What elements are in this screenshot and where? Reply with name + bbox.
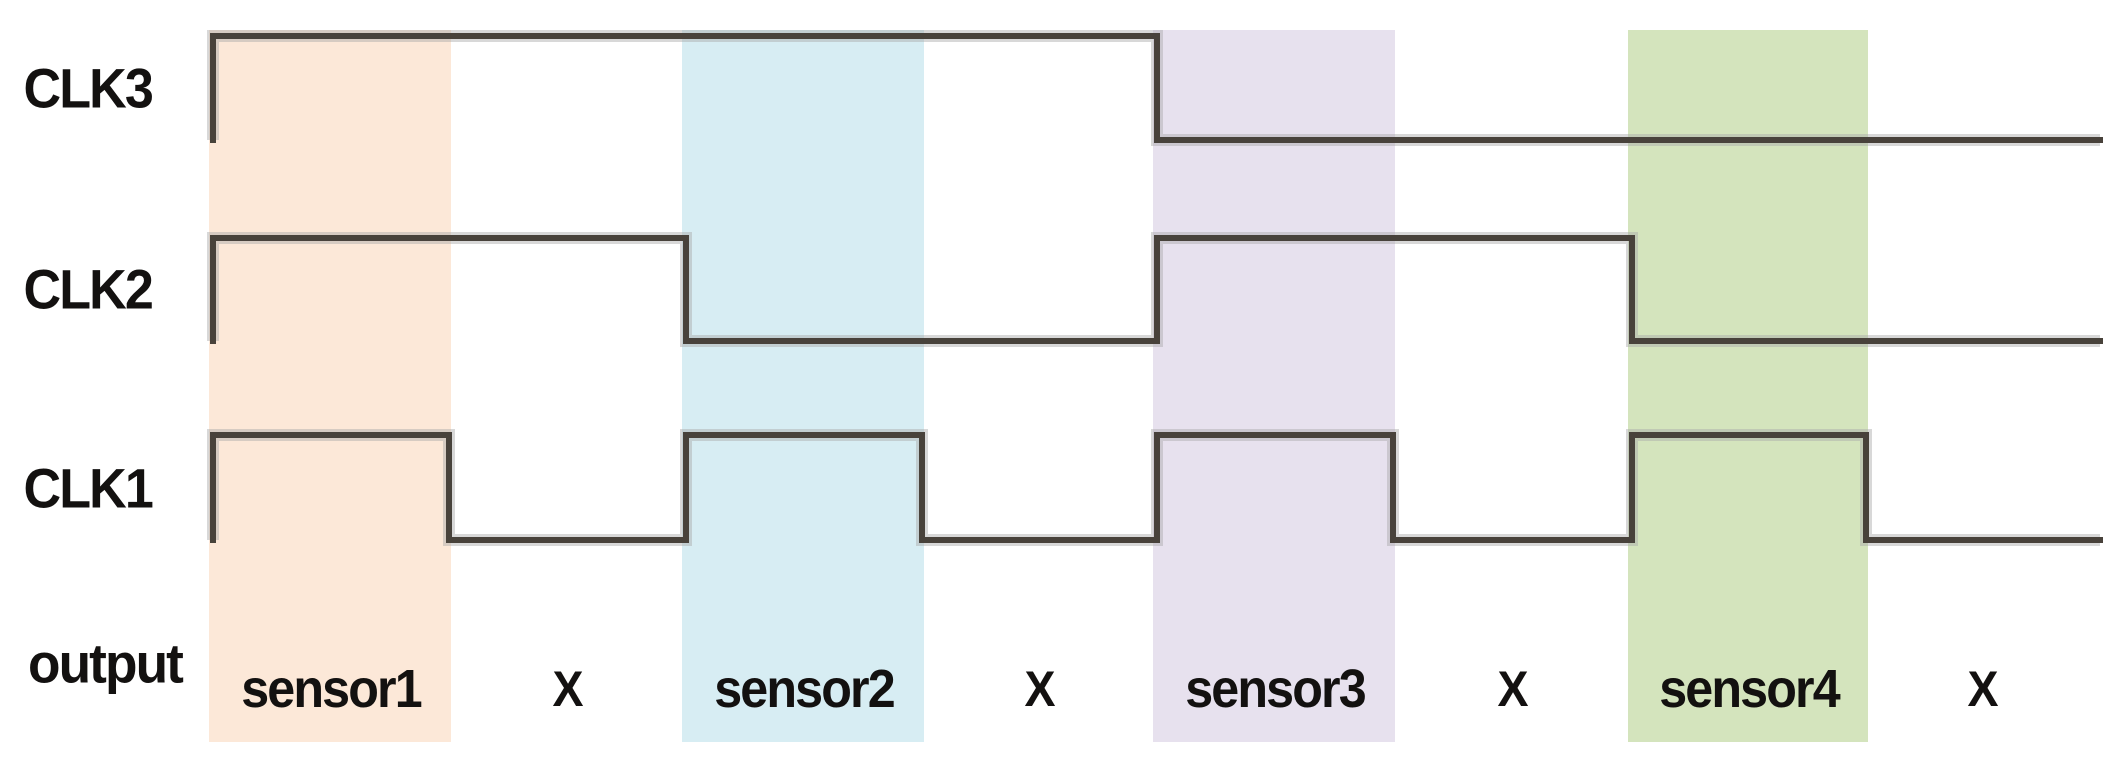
clk2-wave	[210, 235, 2103, 344]
output-phase-sensor2: sensor2	[714, 659, 895, 719]
band-sensor2	[682, 30, 924, 742]
output-row-label: output	[27, 631, 184, 695]
output-phase-x4: X	[1967, 661, 1999, 717]
band-sensor1	[209, 30, 451, 742]
clk3-wave	[210, 33, 2103, 143]
clk1-wave	[210, 432, 2103, 543]
output-phase-sensor3: sensor3	[1185, 659, 1366, 719]
output-phase-sensor1: sensor1	[241, 659, 422, 719]
signal-label-clk1: CLK1	[23, 456, 153, 520]
signal-label-clk3: CLK3	[23, 56, 153, 120]
band-sensor4	[1628, 30, 1868, 742]
output-phase-sensor4: sensor4	[1659, 659, 1840, 719]
band-sensor3	[1153, 30, 1395, 742]
signal-label-clk2: CLK2	[23, 257, 153, 321]
output-phase-x1: X	[551, 661, 584, 717]
output-phase-x3: X	[1496, 661, 1529, 717]
output-phase-x2: X	[1023, 661, 1056, 717]
